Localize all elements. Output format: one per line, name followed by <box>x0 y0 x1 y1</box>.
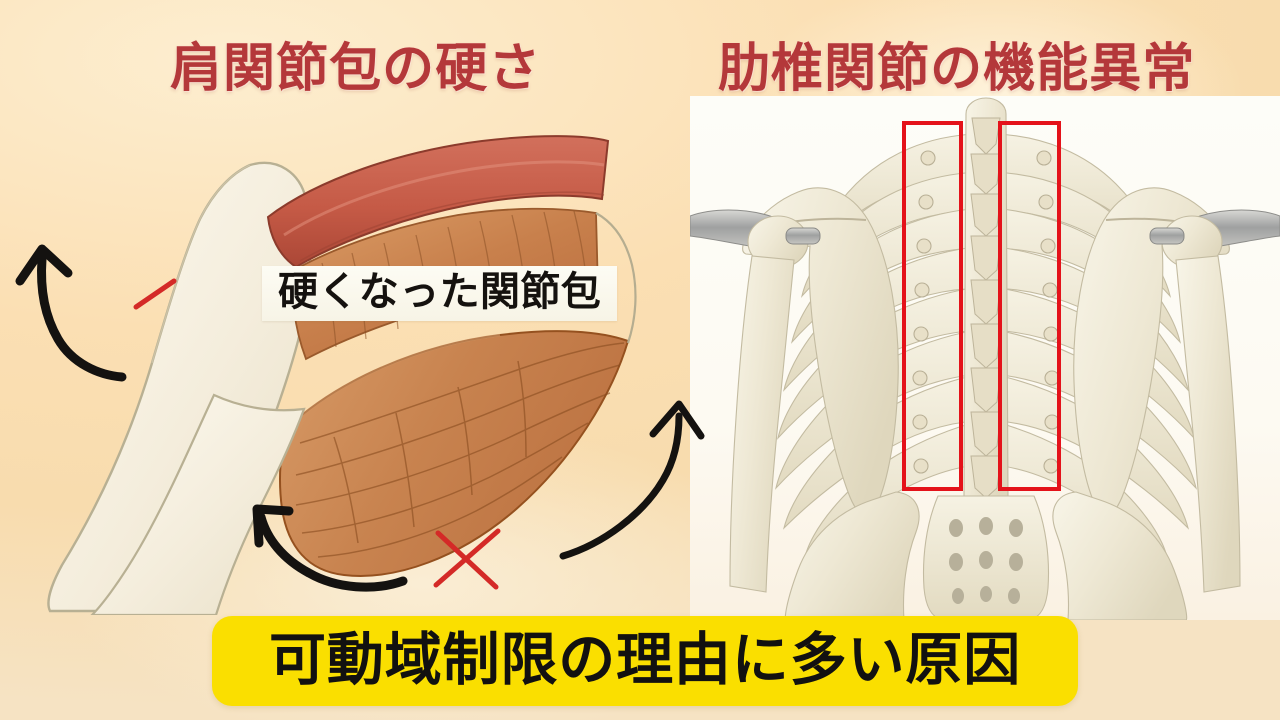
right-panel-title: 肋椎関節の機能異常 <box>718 38 1196 99</box>
skeleton-photo <box>690 96 1280 620</box>
ilium-right <box>1052 491 1188 620</box>
bottom-banner: 可動域制限の理由に多い原因 <box>212 616 1078 706</box>
shoulder-capsule-illustration <box>0 95 640 615</box>
joint-capsule-thickened-body <box>279 330 630 577</box>
costovertebral-joint-box-right <box>998 121 1061 491</box>
humerus-bone-shape <box>90 393 306 615</box>
sacral-foramina <box>949 517 1023 604</box>
bottom-banner-text: 可動域制限の理由に多い原因 <box>268 625 1022 693</box>
glenoid-bone-edge <box>595 212 637 344</box>
humerus-shaft-left <box>729 255 795 593</box>
costovertebral-joint-box-left <box>902 121 963 491</box>
left-panel-title: 肩関節包の硬さ <box>170 38 542 99</box>
capsule-label-text: 硬くなった関節包 <box>278 268 602 315</box>
acromion-deltoid-muscle <box>266 135 610 269</box>
joint-pin-left <box>785 227 821 245</box>
spinous-processes <box>970 117 1002 499</box>
ilium-left <box>784 491 920 620</box>
joint-pin-right <box>1149 227 1185 245</box>
capsule-label-chip: 硬くなった関節包 <box>262 266 618 321</box>
humerus-shaft-right <box>1175 255 1241 593</box>
costovertebral-joints <box>912 150 1060 474</box>
